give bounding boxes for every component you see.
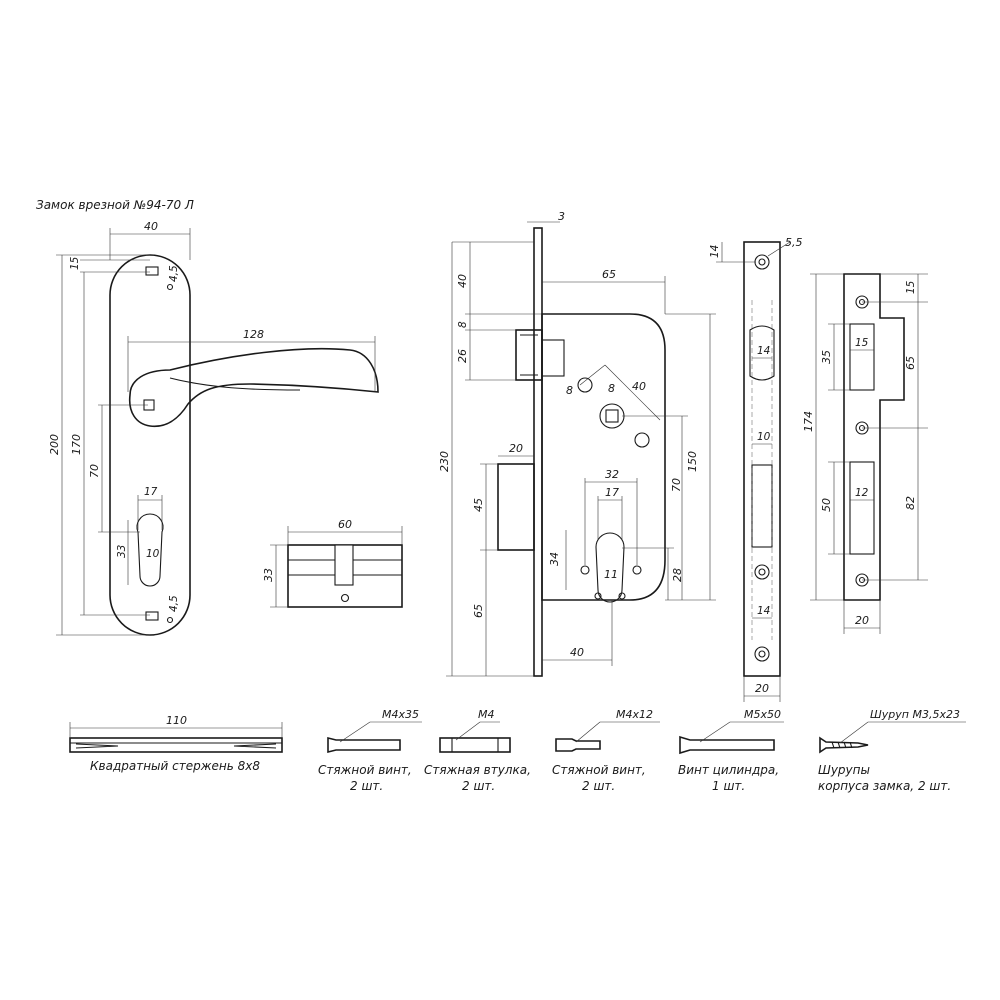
lock-top-latch-dim: 40 [456, 274, 469, 288]
lock-faceplate-thickness-dim: 3 [558, 210, 565, 223]
part-cyl-screw-size: M5х50 [744, 708, 781, 721]
handle-hole-span-dim: 170 [70, 434, 83, 455]
lock-cyl-height-dim: 34 [548, 552, 561, 566]
strike-width-dim: 20 [855, 614, 869, 627]
handle-hole-offset-dim: 15 [69, 256, 81, 270]
handle-total-height-dim: 200 [48, 434, 61, 455]
lock-cyl-small-dim: 11 [604, 568, 618, 581]
lock-latch-height-dim: 8 [457, 321, 469, 328]
part-screw-long-size: M4х35 [382, 708, 419, 721]
part-body-screws: Шуруп М3,5х23 Шурупы корпуса замка, 2 шт… [818, 708, 966, 793]
part-tie-screw-short: M4х12 Стяжной винт, 2 шт. [552, 708, 660, 793]
lock-screw-span-dim: 40 [632, 380, 646, 393]
part-rod-caption: Квадратный стержень 8х8 [90, 759, 260, 773]
handle-spindle-cyl-dim: 70 [88, 464, 101, 478]
strike-plate-view: 15 35 15 65 174 50 12 82 20 [802, 273, 928, 634]
lock-total-height-dim: 230 [438, 451, 451, 472]
handle-cyl-bottom-dim: 10 [146, 548, 160, 560]
part-tie-sleeve: M4 Стяжная втулка, 2 шт. [424, 708, 531, 793]
part-screw-short-size: M4х12 [616, 708, 653, 721]
handle-width-dim: 40 [144, 220, 158, 233]
part-sleeve-caption1: Стяжная втулка, [424, 763, 531, 777]
handle-lever-length-dim: 128 [243, 328, 264, 341]
strike-latch-slot-dim: 35 [820, 350, 833, 364]
part-cylinder-screw: M5х50 Винт цилиндра, 1 шт. [678, 708, 784, 793]
lock-centre-distance-dim: 70 [670, 478, 683, 492]
strike-lower-span-dim: 82 [904, 496, 917, 510]
part-square-rod: 110 Квадратный стержень 8х8 [69, 714, 283, 773]
door-handle-view: 40 15 4,5 128 200 170 70 17 33 10 4,5 [48, 220, 379, 636]
part-cyl-screw-caption2: 1 шт. [712, 779, 745, 793]
lock-cyl-bottom-dim: 28 [671, 568, 684, 582]
faceplate-bolt-width-dim: 10 [757, 431, 771, 443]
strike-top-offset-dim: 15 [905, 280, 917, 294]
handle-hole-dia-bottom-dim: 4,5 [168, 595, 180, 612]
part-tie-screw-long: M4х35 Стяжной винт, 2 шт. [318, 708, 422, 793]
faceplate-screw-dia-dim: 5,5 [785, 236, 803, 249]
part-cyl-screw-caption1: Винт цилиндра, [678, 763, 779, 777]
lock-cyl-spacing-outer-dim: 32 [605, 468, 619, 481]
faceplate-total-width-dim: 20 [755, 682, 769, 695]
lock-screw-dia-dim: 8 [566, 384, 573, 397]
part-body-screws-caption1: Шурупы [818, 763, 870, 777]
drawing-title: Замок врезной №94-70 Л [36, 198, 194, 212]
strike-total-dim: 174 [802, 411, 815, 432]
strike-bolt-slot-width-dim: 12 [855, 487, 869, 499]
lock-latch-span-dim: 26 [456, 349, 469, 363]
faceplate-bottom-width-dim: 14 [757, 605, 770, 617]
lock-bolt-height-dim: 45 [472, 498, 485, 512]
faceplate-latch-width-dim: 14 [757, 345, 770, 357]
lock-cyl-spacing-inner-dim: 17 [605, 486, 619, 499]
part-body-screws-caption2: корпуса замка, 2 шт. [818, 779, 951, 793]
strike-upper-span-dim: 65 [904, 356, 917, 370]
strike-latch-slot-width-dim: 15 [855, 337, 869, 349]
part-sleeve-caption2: 2 шт. [462, 779, 495, 793]
lock-body-view: 3 40 8 26 65 8 8 40 20 45 65 [438, 210, 716, 677]
faceplate-screw-offset-dim: 14 [709, 245, 721, 258]
lock-body-depth-dim: 40 [570, 646, 584, 659]
cylinder-length-dim: 60 [338, 518, 352, 531]
handle-cyl-width-dim: 17 [144, 486, 158, 498]
part-screw-short-caption2: 2 шт. [582, 779, 615, 793]
part-screw-long-caption2: 2 шт. [350, 779, 383, 793]
lock-spindle-square-dim: 8 [608, 382, 615, 395]
strike-bolt-slot-dim: 50 [820, 498, 833, 512]
handle-hole-dia-top-dim: 4,5 [168, 265, 180, 282]
lock-bolt-width-dim: 20 [509, 442, 523, 455]
lock-backset-dim: 65 [602, 268, 616, 281]
part-sleeve-size: M4 [478, 708, 495, 721]
handle-cyl-height-dim: 33 [116, 545, 128, 558]
lock-bottom-offset-dim: 65 [472, 604, 485, 618]
part-screw-long-caption1: Стяжной винт, [318, 763, 412, 777]
part-body-screws-size: Шуруп М3,5х23 [870, 708, 960, 721]
lock-body-height-dim: 150 [686, 451, 699, 472]
cylinder-view: 60 33 [262, 518, 403, 608]
part-rod-size: 110 [166, 714, 187, 727]
faceplate-view: 14 5,5 14 10 14 20 [709, 236, 803, 702]
cylinder-height-dim: 33 [262, 568, 275, 582]
part-screw-short-caption1: Стяжной винт, [552, 763, 646, 777]
